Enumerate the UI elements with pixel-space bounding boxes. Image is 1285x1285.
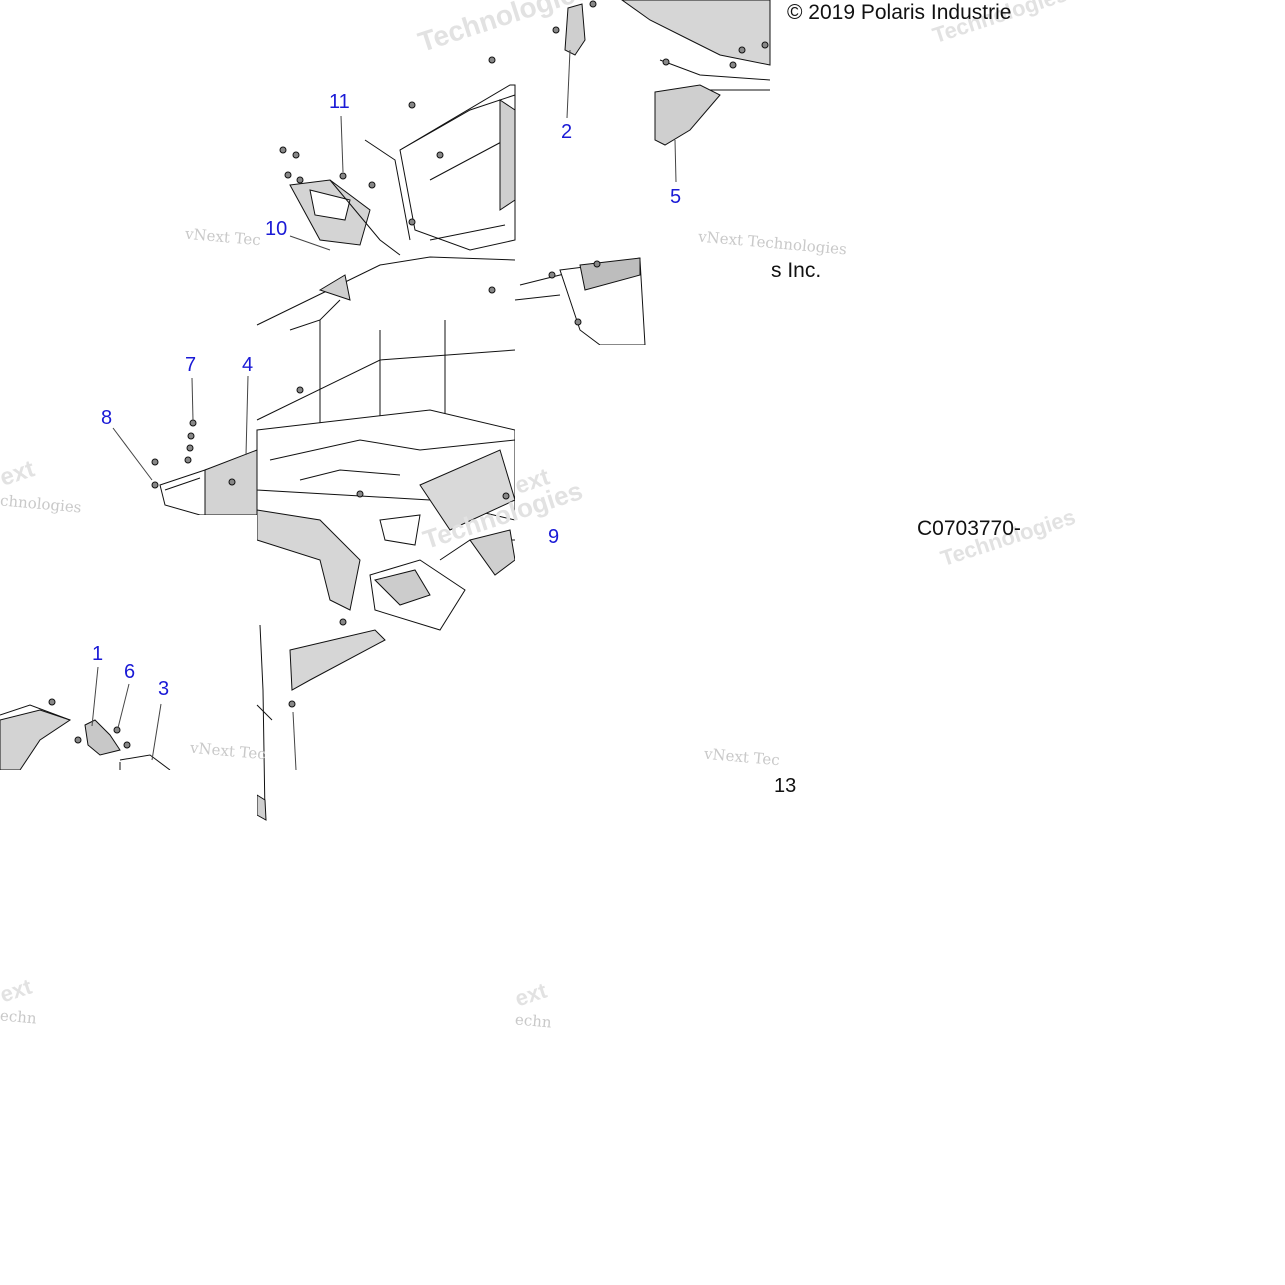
callout-10: 10 xyxy=(265,218,288,240)
callout-6: 6 xyxy=(124,661,136,683)
callout-3: 3 xyxy=(158,678,170,700)
callout-11: 11 xyxy=(329,91,350,113)
part-1-3-6-group xyxy=(0,704,171,771)
callout-7: 7 xyxy=(185,354,197,376)
watermark-echn-1: echn xyxy=(0,1006,38,1028)
callout-13: 13 xyxy=(774,775,797,797)
watermark-echn-2: echn xyxy=(514,1010,553,1032)
main-frame xyxy=(256,256,516,821)
callout-9: 9 xyxy=(548,526,560,548)
part-4-bracket xyxy=(159,449,258,516)
drawing-number: C0703770- xyxy=(917,517,1021,540)
callout-2: 2 xyxy=(561,121,573,143)
fasteners xyxy=(48,0,769,749)
leader-lines xyxy=(91,49,677,771)
copyright-text: © 2019 Polaris Industrie xyxy=(787,1,1012,24)
callout-1: 1 xyxy=(92,643,104,665)
callout-5: 5 xyxy=(670,186,682,208)
upper-frame xyxy=(289,84,516,256)
right-frame xyxy=(514,0,771,346)
part-2-bracket xyxy=(564,3,586,56)
callout-4: 4 xyxy=(242,354,254,376)
copyright-text-tail: s Inc. xyxy=(771,259,822,282)
callout-8: 8 xyxy=(101,407,113,429)
